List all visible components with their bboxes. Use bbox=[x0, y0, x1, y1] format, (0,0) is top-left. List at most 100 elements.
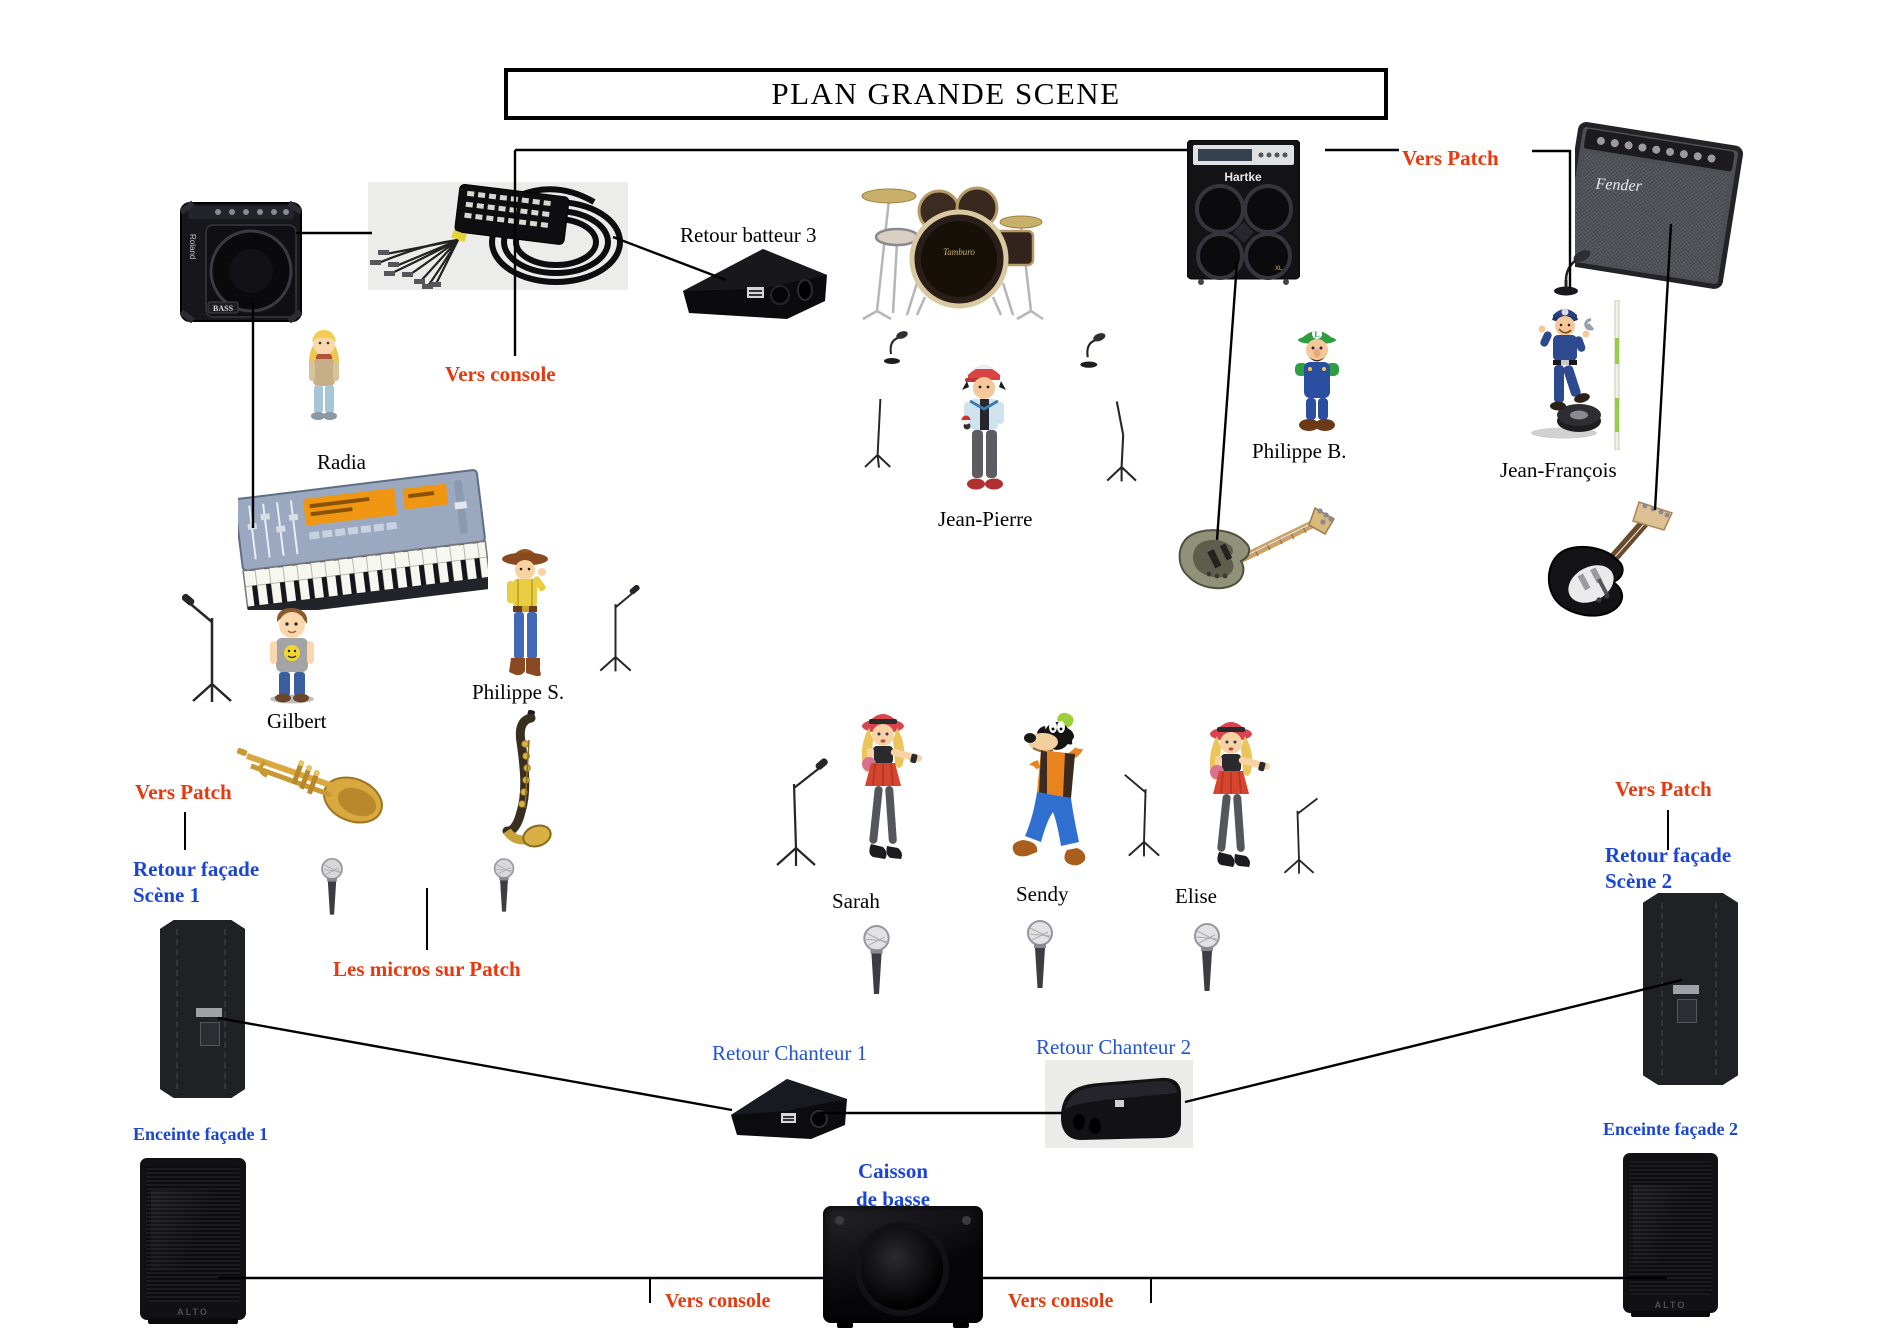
bass-combo-amp-icon: Roland BASS bbox=[180, 198, 302, 323]
character-sendy bbox=[1001, 712, 1096, 877]
mic-icon bbox=[1193, 923, 1221, 995]
label-retour-facade-1-line2: Scène 1 bbox=[133, 883, 201, 907]
drum-kick-brand: Tamburo bbox=[943, 247, 975, 257]
label-retour-facade-2-line2: Scène 2 bbox=[1605, 869, 1673, 893]
desk-mic-icon bbox=[1552, 248, 1592, 298]
label-les-micros: Les micros sur Patch bbox=[333, 957, 521, 981]
speaker-stitch bbox=[1715, 902, 1717, 1076]
label-vers-patch-right: Vers Patch bbox=[1615, 777, 1712, 801]
speaker-panel bbox=[196, 1008, 222, 1017]
character-philippe-b: L bbox=[1283, 326, 1351, 434]
character-gilbert bbox=[262, 606, 320, 704]
svg-text:L: L bbox=[1314, 330, 1319, 339]
label-retour-chanteur-1: Retour Chanteur 1 bbox=[712, 1041, 868, 1065]
mic-icon bbox=[862, 925, 891, 998]
front-speaker-brand: ALTO bbox=[177, 1306, 209, 1317]
bass-cab-icon: Hartke XL bbox=[1187, 140, 1300, 285]
label-jean-francois: Jean-François bbox=[1500, 458, 1617, 482]
mic-stand-icon bbox=[858, 378, 900, 483]
subwoofer-foot bbox=[953, 1322, 969, 1328]
speaker-sheen bbox=[150, 1190, 236, 1272]
character-elise bbox=[1193, 718, 1281, 880]
guitar-amp-icon: Fender bbox=[1575, 120, 1755, 290]
title-box: PLAN GRANDE SCENE bbox=[504, 68, 1388, 120]
mic-icon bbox=[320, 858, 344, 918]
label-sendy: Sendy bbox=[1016, 882, 1069, 906]
label-retour-batteur: Retour batteur 3 bbox=[680, 223, 817, 247]
label-vers-console-br: Vers console bbox=[1008, 1290, 1114, 1312]
label-caisson-line2: de basse bbox=[855, 1187, 931, 1211]
mic-icon bbox=[1026, 920, 1054, 992]
mic-icon bbox=[493, 858, 515, 915]
stage-fill-speaker-1-icon bbox=[160, 920, 245, 1098]
label-vers-console-bl: Vers console bbox=[665, 1290, 771, 1312]
mic-stand-icon bbox=[182, 593, 242, 705]
drummer-monitor-icon bbox=[675, 243, 835, 325]
label-enceinte-2: Enceinte façade 2 bbox=[1603, 1119, 1738, 1139]
label-jean-pierre: Jean-Pierre bbox=[938, 507, 1033, 531]
front-speaker-1-icon: ALTO bbox=[140, 1158, 246, 1324]
character-jean-pierre bbox=[953, 362, 1015, 498]
speaker-panel bbox=[1677, 999, 1697, 1023]
svg-text:XL: XL bbox=[1275, 266, 1283, 272]
trumpet-icon bbox=[235, 740, 390, 835]
character-philippe-s bbox=[498, 548, 553, 681]
mic-stand-icon bbox=[1096, 380, 1144, 498]
speaker-panel bbox=[1673, 985, 1699, 994]
subwoofer-foot bbox=[837, 1322, 853, 1328]
mic-stand-icon bbox=[588, 585, 643, 673]
page-title: PLAN GRANDE SCENE bbox=[771, 76, 1121, 111]
label-sarah: Sarah bbox=[832, 889, 880, 913]
guitar-amp-brand: Fender bbox=[1594, 176, 1643, 195]
label-gilbert: Gilbert bbox=[267, 709, 327, 733]
character-radia bbox=[296, 328, 352, 422]
drum-mic-icon bbox=[1078, 332, 1108, 372]
drum-mic-icon bbox=[882, 330, 910, 368]
electric-guitar-icon bbox=[1543, 496, 1678, 624]
label-retour-chanteur-2: Retour Chanteur 2 bbox=[1036, 1035, 1192, 1059]
combo-amp-brand: Roland bbox=[188, 234, 197, 259]
bass-guitar-icon bbox=[1175, 498, 1335, 598]
character-sarah bbox=[845, 710, 933, 872]
saxophone-icon bbox=[485, 710, 560, 852]
speaker-grill bbox=[146, 1166, 240, 1303]
subwoofer-cone bbox=[855, 1222, 949, 1316]
speaker-stitch bbox=[176, 928, 178, 1090]
speaker-panel bbox=[200, 1022, 220, 1046]
screw bbox=[962, 1216, 971, 1225]
stage-fill-speaker-2-icon bbox=[1643, 893, 1738, 1085]
singer-monitor-2-icon bbox=[1045, 1060, 1193, 1148]
speaker-stitch bbox=[1661, 902, 1663, 1076]
label-retour-facade-2-line1: Retour façade bbox=[1605, 843, 1732, 867]
speaker-base bbox=[1630, 1311, 1711, 1317]
speaker-stitch bbox=[224, 928, 226, 1090]
subwoofer-icon bbox=[823, 1206, 983, 1328]
screw bbox=[835, 1216, 844, 1225]
front-speaker-2-icon: ALTO bbox=[1623, 1153, 1718, 1317]
drum-kit-icon: Tamburo bbox=[855, 163, 1047, 321]
label-retour-facade-1-line1: Retour façade bbox=[133, 857, 260, 881]
label-vers-patch-top: Vers Patch bbox=[1402, 146, 1499, 170]
svg-text:BASS: BASS bbox=[213, 304, 234, 313]
label-vers-patch-left: Vers Patch bbox=[135, 780, 232, 804]
singer-monitor-1-icon bbox=[725, 1075, 853, 1141]
speaker-grill bbox=[1628, 1161, 1713, 1296]
boom-rod-icon bbox=[1610, 300, 1624, 450]
label-philippe-s: Philippe S. bbox=[472, 680, 565, 704]
speaker-base bbox=[148, 1318, 238, 1324]
speaker-sheen bbox=[1632, 1185, 1709, 1265]
wire-speaker1-to-monitor1 bbox=[217, 1016, 733, 1112]
label-caisson-line1: Caisson bbox=[857, 1159, 929, 1183]
label-vers-console-top: Vers console bbox=[445, 362, 556, 386]
mic-stand-icon bbox=[1276, 780, 1322, 886]
label-elise: Elise bbox=[1175, 884, 1217, 908]
front-speaker-brand: ALTO bbox=[1654, 1299, 1687, 1310]
keyboard-icon bbox=[238, 458, 488, 610]
mic-stand-icon bbox=[756, 758, 836, 868]
bass-cab-brand: Hartke bbox=[1224, 170, 1262, 184]
label-philippe-b: Philippe B. bbox=[1252, 439, 1347, 463]
wire-monitor2-to-speaker2 bbox=[1184, 978, 1683, 1104]
stage-snake-icon bbox=[368, 182, 628, 290]
character-jean-francois bbox=[1525, 305, 1603, 439]
